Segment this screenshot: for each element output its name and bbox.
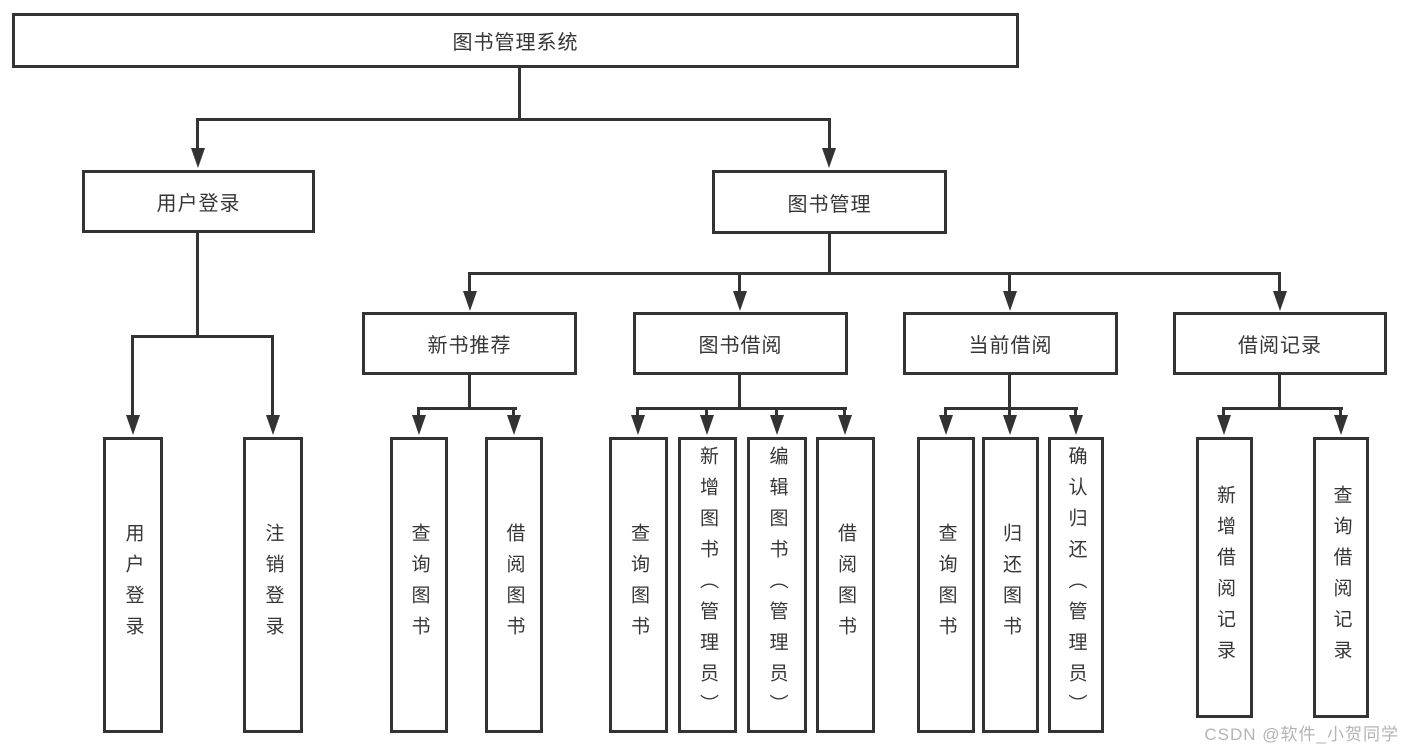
connector-leaf-stub xyxy=(775,407,778,418)
node-root: 图书管理系统 xyxy=(12,13,1019,68)
arrow-down-icon xyxy=(770,415,784,435)
connector-leaf-stub xyxy=(1074,407,1077,418)
connector-book-mgmt-stub xyxy=(828,118,831,150)
connector-leaf-stub xyxy=(705,407,708,418)
arrow-down-icon xyxy=(1003,415,1017,435)
leaf-query-books: 查询图书 xyxy=(390,437,448,733)
leaf-label: 查询借阅记录 xyxy=(1330,484,1352,671)
arrow-down-icon xyxy=(1334,415,1348,435)
connector-current-borrow-hline xyxy=(944,407,1078,410)
leaf-label: 归还图书 xyxy=(1000,523,1021,647)
leaf-label: 查询图书 xyxy=(408,523,430,647)
connector-current-borrow-down xyxy=(1008,375,1011,407)
node-current-borrow: 当前借阅 xyxy=(903,312,1118,375)
leaf-return-books: 归还图书 xyxy=(982,437,1039,733)
leaf-confirm-return-admin: 确认归还（管理员） xyxy=(1048,437,1104,733)
connector-new-books-hline xyxy=(417,407,517,410)
arrow-current-borrow-icon xyxy=(1003,291,1017,311)
node-borrow-records-label: 借阅记录 xyxy=(1238,335,1322,357)
leaf-label: 查询图书 xyxy=(628,523,649,647)
connector-user-login-stub xyxy=(196,118,199,150)
connector-book-mgmt-down xyxy=(828,234,831,272)
connector-book-borrow-hline xyxy=(636,407,847,410)
leaf-borrow-books: 借阅图书 xyxy=(816,437,875,733)
arrow-down-icon xyxy=(266,415,280,435)
arrow-down-icon xyxy=(1069,415,1083,435)
arrow-down-icon xyxy=(1217,415,1231,435)
leaf-label: 查询图书 xyxy=(935,523,957,647)
connector-borrow-records-hline xyxy=(1222,407,1343,410)
leaf-query-books: 查询图书 xyxy=(917,437,975,733)
leaf-label: 用户登录 xyxy=(122,523,144,647)
arrow-borrow-records-icon xyxy=(1273,291,1287,311)
arrow-down-icon xyxy=(939,415,953,435)
connector-book-borrow-down xyxy=(738,375,741,407)
leaf-add-borrow-record: 新增借阅记录 xyxy=(1196,437,1253,718)
arrow-book-mgmt-icon xyxy=(822,148,836,168)
node-root-label: 图书管理系统 xyxy=(452,32,579,54)
arrow-down-icon xyxy=(412,415,426,435)
node-current-borrow-label: 当前借阅 xyxy=(968,335,1053,357)
connector-leaf-stub xyxy=(417,407,420,418)
node-new-books-label: 新书推荐 xyxy=(427,335,512,357)
leaf-query-books: 查询图书 xyxy=(609,437,668,733)
arrow-book-borrow-icon xyxy=(733,291,747,311)
node-user-login: 用户登录 xyxy=(82,170,315,233)
connector-current-borrow-stub xyxy=(1008,272,1011,293)
connector-borrow-records-down xyxy=(1278,375,1281,407)
connector-book-borrow-stub xyxy=(738,272,741,293)
connector-level3-hline xyxy=(468,272,1281,275)
leaf-query-borrow-record: 查询借阅记录 xyxy=(1313,437,1369,718)
node-book-mgmt-label: 图书管理 xyxy=(787,193,872,216)
connector-user-login-hline xyxy=(131,335,274,338)
connector-leaf-stub xyxy=(636,407,639,418)
node-borrow-records: 借阅记录 xyxy=(1173,312,1387,375)
connector-leaf-stub xyxy=(271,335,274,418)
csdn-watermark: CSDN @软件_小贺同学 xyxy=(1204,725,1399,744)
leaf-user-login: 用户登录 xyxy=(103,437,163,733)
connector-leaf-stub xyxy=(1008,407,1011,418)
leaf-label: 借阅图书 xyxy=(503,523,525,647)
node-book-mgmt: 图书管理 xyxy=(712,170,947,234)
arrow-down-icon xyxy=(507,415,521,435)
arrow-down-icon xyxy=(631,415,645,435)
connector-user-login-down xyxy=(196,233,199,335)
node-user-login-label: 用户登录 xyxy=(156,193,241,215)
arrow-down-icon xyxy=(838,415,852,435)
arrow-new-books-icon xyxy=(463,291,477,311)
leaf-label: 注销登录 xyxy=(262,523,284,647)
arrow-down-icon xyxy=(126,415,140,435)
connector-borrow-records-stub xyxy=(1278,272,1281,293)
leaf-edit-books-admin: 编辑图书（管理员） xyxy=(747,437,807,733)
leaf-logout: 注销登录 xyxy=(243,437,303,733)
leaf-label: 确认归还（管理员） xyxy=(1065,445,1087,725)
connector-leaf-stub xyxy=(944,407,947,418)
arrow-down-icon xyxy=(700,415,714,435)
leaf-add-books-admin: 新增图书（管理员） xyxy=(678,437,737,733)
node-book-borrow-label: 图书借阅 xyxy=(698,335,783,357)
leaf-label: 新增借阅记录 xyxy=(1214,484,1235,671)
connector-leaf-stub xyxy=(131,335,134,418)
connector-leaf-stub xyxy=(843,407,846,418)
connector-new-books-stub xyxy=(468,272,471,293)
node-book-borrow: 图书借阅 xyxy=(633,312,848,375)
node-new-books: 新书推荐 xyxy=(362,312,577,375)
connector-new-books-down xyxy=(468,375,471,407)
leaf-label: 借阅图书 xyxy=(835,523,856,647)
leaf-borrow-books: 借阅图书 xyxy=(485,437,543,733)
connector-leaf-stub xyxy=(1339,407,1342,418)
connector-root-stub xyxy=(518,68,521,120)
leaf-label: 编辑图书（管理员） xyxy=(766,445,788,725)
connector-leaf-stub xyxy=(512,407,515,418)
connector-leaf-stub xyxy=(1222,407,1225,418)
connector-level2-hline xyxy=(197,118,831,121)
leaf-label: 新增图书（管理员） xyxy=(697,445,718,725)
arrow-user-login-icon xyxy=(191,148,205,168)
